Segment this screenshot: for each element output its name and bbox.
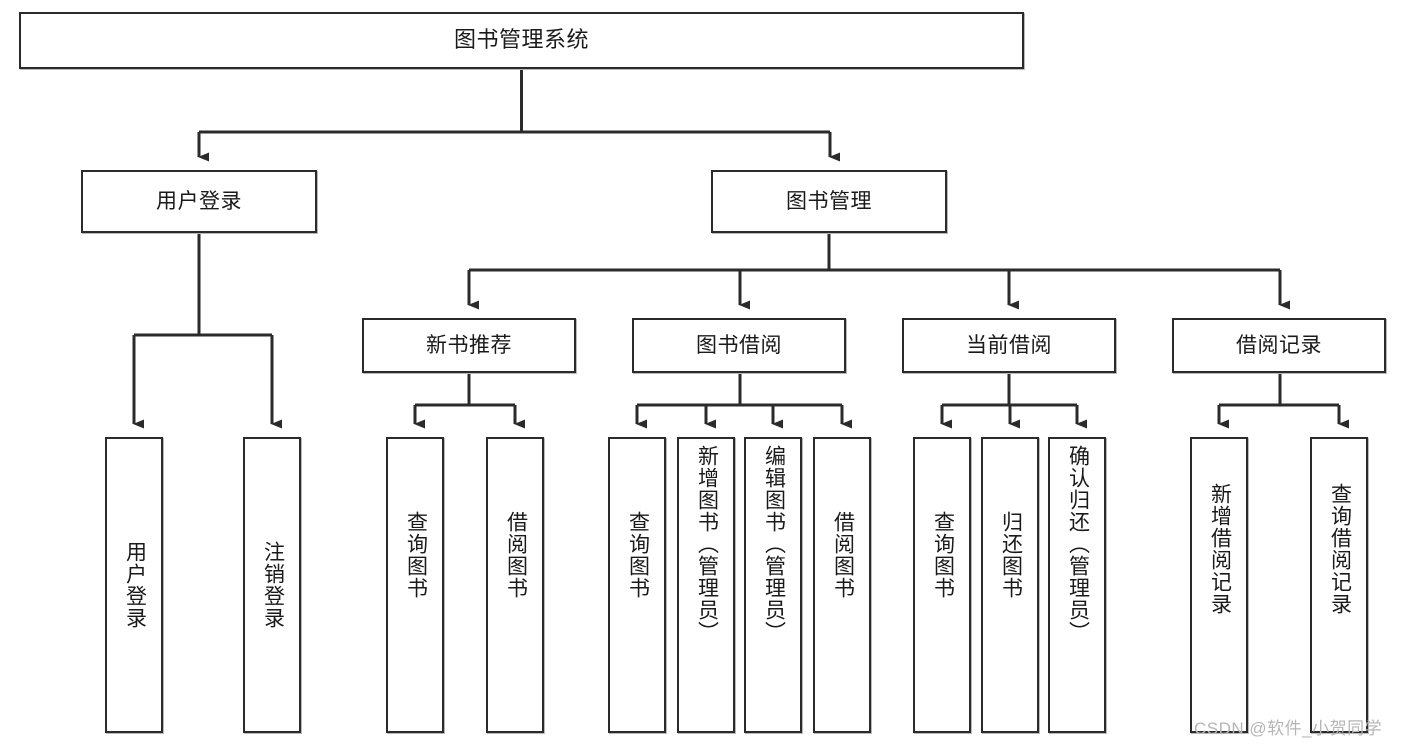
node-root[interactable]: 图书管理系统 xyxy=(19,12,1024,69)
node-leaf-borrow-lend[interactable]: 借阅图书 xyxy=(813,437,871,733)
node-current-borrow-label: 当前借阅 xyxy=(966,333,1052,357)
node-book-borrow[interactable]: 图书借阅 xyxy=(632,318,846,373)
node-leaf-borrow-query[interactable]: 查询图书 xyxy=(608,437,666,733)
node-leaf-logout[interactable]: 注销登录 xyxy=(243,437,301,733)
node-leaf-borrow-query-label: 查询图书 xyxy=(626,511,650,599)
node-new-book-rec[interactable]: 新书推荐 xyxy=(362,318,576,373)
node-leaf-borrow-edit-label: 编辑图书（管理员） xyxy=(762,445,786,643)
node-leaf-rec-borrow[interactable]: 借阅图书 xyxy=(486,437,544,733)
node-borrow-record[interactable]: 借阅记录 xyxy=(1172,318,1386,373)
node-leaf-borrow-add[interactable]: 新增图书（管理员） xyxy=(677,437,735,733)
node-leaf-cur-confirm-label: 确认归还（管理员） xyxy=(1066,445,1090,643)
node-leaf-user-login[interactable]: 用户登录 xyxy=(105,437,163,733)
watermark: CSDN @软件_小贺同学 xyxy=(1194,719,1383,738)
node-root-label: 图书管理系统 xyxy=(453,27,589,53)
node-leaf-cur-query-label: 查询图书 xyxy=(931,511,955,599)
node-leaf-rec-search-label: 查询借阅记录 xyxy=(1328,483,1352,615)
node-leaf-cur-return-label: 归还图书 xyxy=(999,511,1023,599)
node-leaf-rec-add-label: 新增借阅记录 xyxy=(1208,483,1232,615)
node-leaf-rec-add[interactable]: 新增借阅记录 xyxy=(1190,437,1248,733)
node-leaf-borrow-add-label: 新增图书（管理员） xyxy=(695,445,719,643)
node-leaf-rec-borrow-label: 借阅图书 xyxy=(504,511,528,599)
node-leaf-logout-label: 注销登录 xyxy=(261,541,285,629)
node-user-login[interactable]: 用户登录 xyxy=(81,170,317,233)
node-new-book-rec-label: 新书推荐 xyxy=(426,333,512,357)
node-leaf-cur-confirm[interactable]: 确认归还（管理员） xyxy=(1048,437,1106,733)
node-current-borrow[interactable]: 当前借阅 xyxy=(902,318,1116,373)
node-book-manage[interactable]: 图书管理 xyxy=(711,170,947,233)
node-leaf-rec-search[interactable]: 查询借阅记录 xyxy=(1310,437,1368,733)
node-leaf-rec-query-label: 查询图书 xyxy=(404,511,428,599)
node-leaf-rec-query[interactable]: 查询图书 xyxy=(386,437,444,733)
node-leaf-cur-query[interactable]: 查询图书 xyxy=(913,437,971,733)
node-leaf-cur-return[interactable]: 归还图书 xyxy=(981,437,1039,733)
node-leaf-borrow-edit[interactable]: 编辑图书（管理员） xyxy=(744,437,802,733)
node-borrow-record-label: 借阅记录 xyxy=(1236,333,1322,357)
node-book-manage-label: 图书管理 xyxy=(786,189,872,213)
node-user-login-label: 用户登录 xyxy=(156,189,242,213)
node-leaf-user-login-label: 用户登录 xyxy=(123,541,147,629)
node-leaf-borrow-lend-label: 借阅图书 xyxy=(831,511,855,599)
node-book-borrow-label: 图书借阅 xyxy=(696,333,782,357)
